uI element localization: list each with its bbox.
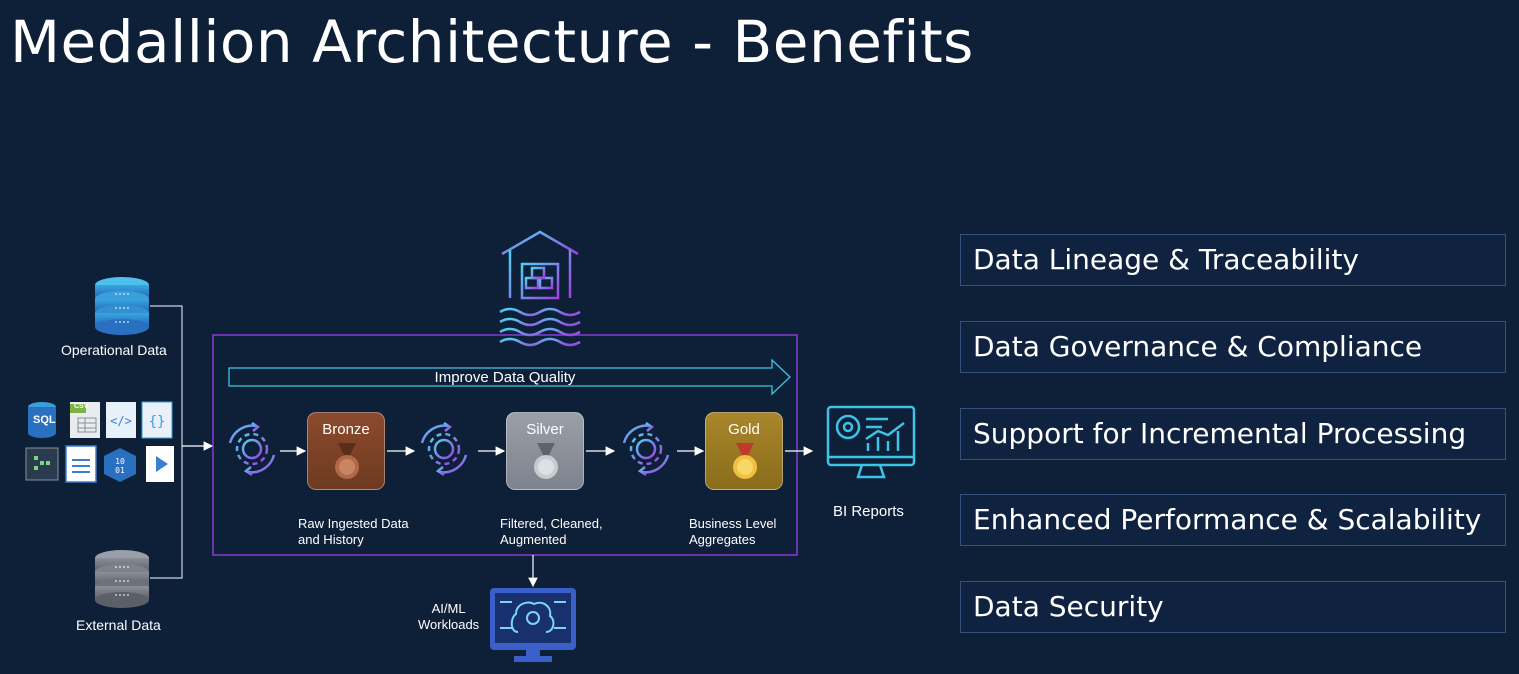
svg-text:10: 10 [115,457,125,466]
page-title: Medallion Architecture - Benefits [10,8,974,76]
csv-file-icon [70,402,100,438]
svg-text:01: 01 [115,466,125,475]
bronze-caption: Raw Ingested Data and History [298,516,409,547]
stream-icon [25,447,59,481]
csv-badge: CSV [74,403,89,410]
bi-reports-label: BI Reports [833,503,904,520]
sql-file-icon [28,402,56,438]
bronze-stage: Bronze [307,412,385,490]
benefit-performance: Enhanced Performance & Scalability [960,494,1506,546]
quality-arrow [228,358,791,396]
transform-gear-icon-1 [228,421,276,477]
improve-data-quality-label: Improve Data Quality [434,369,576,386]
benefit-incremental: Support for Incremental Processing [960,408,1506,460]
json-file-icon: {} [141,401,173,439]
database-icon [95,277,149,335]
bi-reports-monitor-icon [826,405,916,479]
transform-gear-icon-2 [420,421,468,477]
diagram-connectors: </> {} 10 01 [25,230,916,662]
svg-text:{}: {} [149,414,166,430]
gold-stage-label: Gold [728,421,760,438]
bronze-medal-icon [335,443,359,479]
ai-ml-label: AI/ML Workloads [418,601,480,632]
external-data-label: External Data [76,617,161,633]
lakehouse-icon [499,230,581,347]
document-icon [65,445,97,483]
benefit-security: Data Security [960,581,1506,633]
bronze-stage-label: Bronze [322,421,370,438]
benefit-governance: Data Governance & Compliance [960,321,1506,373]
silver-stage-label: Silver [526,421,564,438]
medallion-diagram: </> {} 10 01 [25,230,916,662]
svg-text:</>: </> [110,414,132,428]
pipeline-box [212,334,798,556]
benefit-lineage: Data Lineage & Traceability [960,234,1506,286]
silver-caption: Filtered, Cleaned, Augmented [500,516,603,547]
sql-badge: SQL [33,414,56,426]
transform-gear-icon-3 [622,421,670,477]
silver-stage: Silver [506,412,584,490]
binary-file-icon: 10 01 [104,448,136,482]
silver-medal-icon [534,443,558,479]
gold-medal-icon [733,443,757,479]
gold-stage: Gold [705,412,783,490]
external-database-icon [95,550,149,608]
ai-ml-monitor-icon [490,588,576,662]
operational-data-label: Operational Data [61,342,167,358]
code-file-icon: </> [106,402,136,438]
gold-caption: Business Level Aggregates [689,516,777,547]
media-file-icon [146,446,174,482]
